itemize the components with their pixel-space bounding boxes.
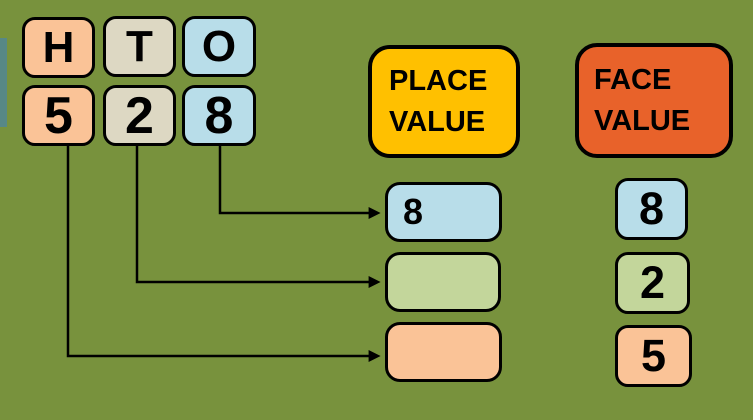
left-edge-accent-bar: [0, 38, 7, 127]
digit-box-tens: 2: [103, 85, 176, 146]
face-value-result-ones: 8: [615, 178, 688, 240]
face-value-result-tens: 2: [615, 252, 690, 314]
place-value-result-hundreds: [385, 322, 502, 382]
connector-hundreds-arrow: [66, 146, 381, 362]
face-value-title-line1: FACE: [594, 63, 672, 96]
connector-tens-arrow: [135, 146, 381, 288]
digit-box-hundreds: 5: [22, 85, 95, 146]
connector-ones-arrow: [218, 146, 381, 219]
place-value-title-line1: PLACE: [389, 64, 488, 97]
place-value-title-line2: VALUE: [389, 105, 486, 138]
place-value-result-ones: 8: [385, 182, 502, 242]
face-value-title-box: FACE VALUE: [575, 43, 733, 158]
place-value-title-box: PLACE VALUE: [368, 45, 520, 158]
digit-box-ones: 8: [182, 85, 256, 146]
header-box-ones: O: [182, 16, 256, 77]
face-value-title-line2: VALUE: [594, 104, 691, 137]
place-value-result-tens: [385, 252, 501, 312]
face-value-result-hundreds: 5: [615, 325, 692, 387]
header-box-tens: T: [103, 16, 176, 77]
header-box-hundreds: H: [22, 17, 95, 78]
